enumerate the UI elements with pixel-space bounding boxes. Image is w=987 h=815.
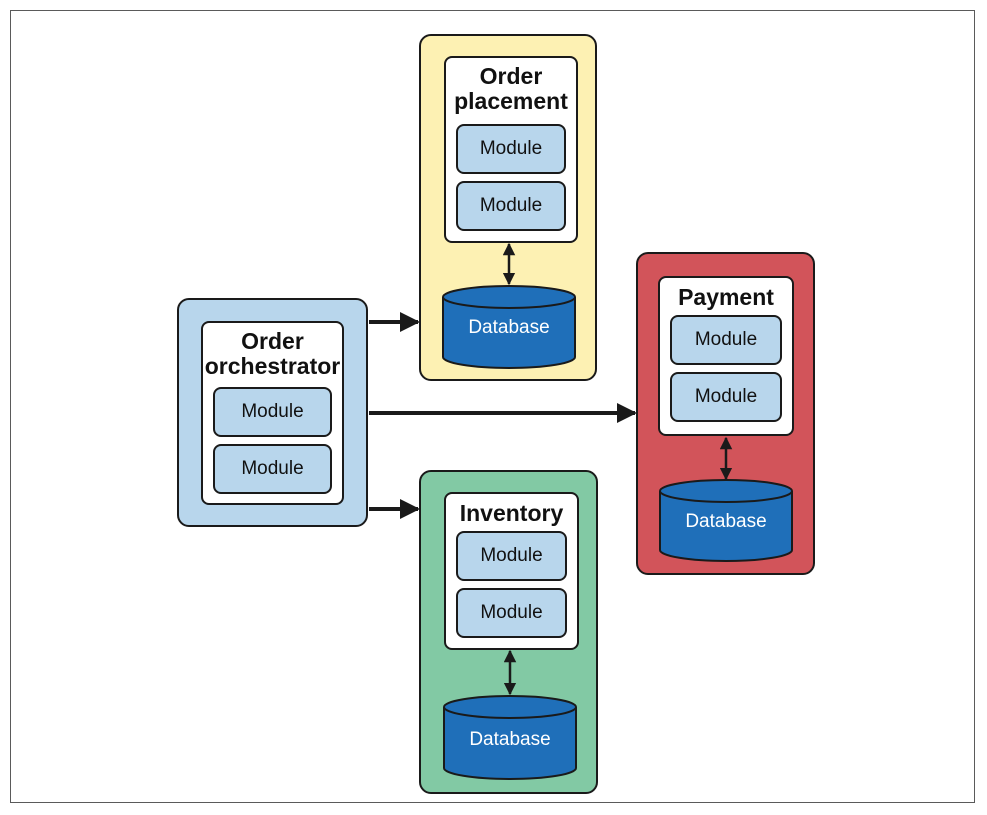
inventory-module-1: Module xyxy=(456,531,567,581)
inventory-title: Inventory xyxy=(459,500,564,526)
orchestrator-title-line1: Order xyxy=(241,328,304,354)
order-placement-database: Database xyxy=(442,285,576,369)
order-placement-module-2: Module xyxy=(456,181,566,231)
inventory-database-label: Database xyxy=(469,729,550,750)
payment-component: Payment Module Module xyxy=(658,276,794,436)
service-order-orchestrator: Order orchestrator Module Module xyxy=(177,298,368,527)
payment-database-label: Database xyxy=(685,511,766,532)
order-placement-component: Order placement Module Module xyxy=(444,56,578,243)
diagram-frame xyxy=(10,10,975,803)
order-placement-module-1: Module xyxy=(456,124,566,174)
inventory-component: Inventory Module Module xyxy=(444,492,579,650)
orchestrator-module-2: Module xyxy=(213,444,332,494)
order-placement-database-label: Database xyxy=(468,317,549,338)
orchestrator-title-line2: orchestrator xyxy=(204,353,341,379)
payment-title: Payment xyxy=(678,284,774,310)
order-placement-title-line2: placement xyxy=(454,88,568,114)
payment-database: Database xyxy=(659,479,793,562)
inventory-database: Database xyxy=(443,695,577,780)
inventory-module-2: Module xyxy=(456,588,567,638)
payment-module-2: Module xyxy=(670,372,782,422)
orchestrator-module-1: Module xyxy=(213,387,332,437)
orchestrator-component: Order orchestrator Module Module xyxy=(201,321,344,505)
payment-module-1: Module xyxy=(670,315,782,365)
order-placement-title-line1: Order xyxy=(479,63,543,89)
